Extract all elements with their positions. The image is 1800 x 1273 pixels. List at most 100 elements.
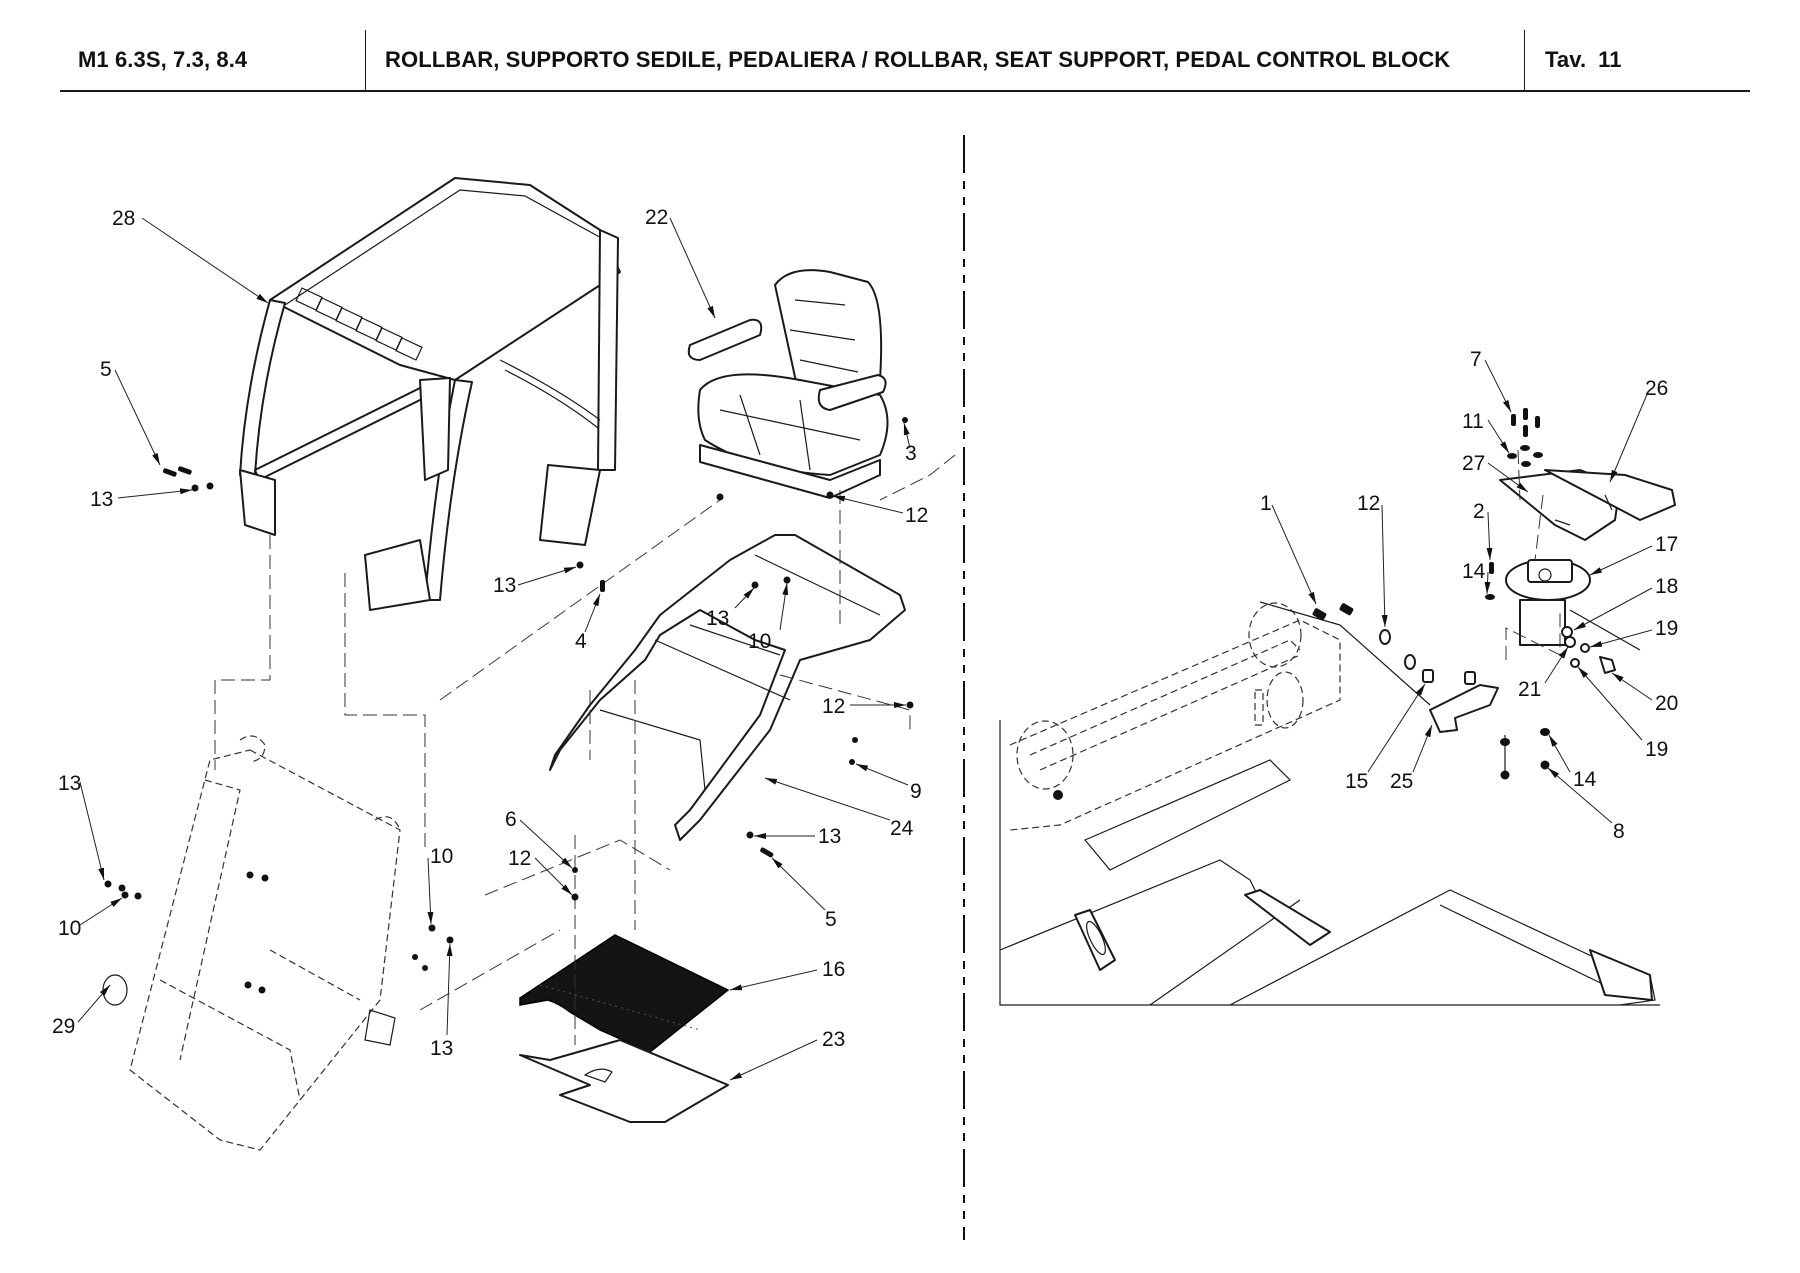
drawing-title: ROLLBAR, SUPPORTO SEDILE, PEDALIERA / RO… — [385, 47, 1451, 72]
callout-label: 13 — [58, 772, 81, 795]
callout-label: 12 — [508, 847, 531, 870]
callout[interactable]: 14 — [1548, 734, 1597, 791]
callout[interactable]: 27 — [1462, 452, 1529, 493]
title-block: M1 6.3S, 7.3, 8.4 ROLLBAR, SUPPORTO SEDI… — [60, 30, 1750, 92]
callout[interactable]: 21 — [1518, 646, 1569, 701]
callout[interactable]: 16 — [729, 958, 845, 991]
washer-icon — [783, 576, 791, 584]
callout[interactable]: 9 — [855, 763, 922, 803]
callout-label: 13 — [818, 825, 841, 848]
callout-label: 7 — [1470, 348, 1482, 371]
assembly-lines-right — [1259, 449, 1641, 775]
fitting-icon — [1570, 658, 1580, 668]
washer-icon — [571, 893, 579, 901]
nut-icon — [849, 759, 855, 765]
callout-label: 28 — [112, 207, 135, 230]
callout[interactable]: 15 — [1345, 683, 1426, 793]
callout-label: 19 — [1645, 738, 1668, 761]
callout[interactable]: 17 — [1589, 533, 1678, 576]
fasteners-left — [104, 417, 914, 994]
nut-icon — [104, 880, 112, 888]
callout[interactable]: 19 — [1577, 666, 1668, 761]
callout[interactable]: 20 — [1611, 672, 1678, 715]
callout[interactable]: 2 — [1473, 500, 1493, 561]
callout-label: 2 — [1473, 500, 1485, 523]
callout[interactable]: 12 — [1357, 492, 1388, 628]
callout-label: 26 — [1645, 377, 1668, 400]
callout[interactable]: 1 — [1260, 492, 1317, 605]
callout-label: 10 — [748, 630, 771, 653]
callout[interactable]: 19 — [1589, 617, 1678, 648]
seat-support-frame-part — [549, 534, 906, 841]
washer-icon — [1521, 461, 1531, 467]
screw-icon — [1535, 416, 1540, 428]
right-view: 7 26 11 27 1 12 2 17 14 18 19 21 20 19 1… — [999, 348, 1678, 1006]
nut-icon — [118, 884, 126, 892]
rollbar-vent-slots — [295, 287, 423, 361]
callout[interactable]: 13 — [754, 825, 841, 848]
callout[interactable]: 11 — [1462, 410, 1510, 454]
callout-label: 18 — [1655, 575, 1678, 598]
screw-icon — [177, 466, 192, 475]
washer-icon — [826, 491, 834, 499]
callout[interactable]: 7 — [1470, 348, 1512, 413]
callout[interactable]: 6 — [505, 808, 573, 869]
callout-label: 24 — [890, 817, 914, 840]
nut-icon — [246, 871, 254, 879]
callout[interactable]: 4 — [575, 593, 601, 653]
callout[interactable]: 29 — [52, 984, 111, 1038]
callout-label: 13 — [706, 607, 729, 630]
callout[interactable]: 8 — [1547, 767, 1625, 843]
fitting-icon — [1580, 643, 1590, 653]
nut-icon — [576, 561, 584, 569]
callout[interactable]: 3 — [903, 422, 917, 465]
callout[interactable]: 28 — [112, 207, 269, 304]
callout-label: 16 — [822, 958, 845, 981]
nut-icon — [261, 874, 269, 882]
callout[interactable]: 13 — [90, 488, 193, 511]
washer-icon — [1533, 452, 1543, 458]
rollbar-part — [239, 177, 621, 611]
callout-label: 10 — [430, 845, 453, 868]
washer-icon — [1379, 629, 1391, 645]
callout[interactable]: 12 — [822, 695, 906, 718]
washer-icon — [428, 924, 436, 932]
callout[interactable]: 13 — [493, 566, 577, 597]
callout[interactable]: 10 — [427, 845, 453, 925]
callout[interactable]: 26 — [1609, 377, 1668, 483]
callout[interactable]: 13 — [430, 943, 453, 1060]
callout-label: 14 — [1573, 768, 1597, 791]
table-prefix: Tav. — [1545, 47, 1587, 72]
callout[interactable]: 13 — [706, 587, 755, 630]
title-block-separator — [1524, 30, 1525, 90]
callout[interactable]: 22 — [645, 206, 716, 319]
screw-icon — [1511, 414, 1516, 426]
callout-label: 13 — [430, 1037, 453, 1060]
callout[interactable]: 5 — [771, 857, 837, 931]
washer-icon — [1500, 738, 1510, 746]
callout-label: 5 — [825, 908, 837, 931]
callout[interactable]: 5 — [100, 358, 161, 466]
callout-label: 22 — [645, 206, 668, 229]
assembly-lines-left — [214, 454, 956, 1045]
screw-icon — [1339, 603, 1354, 616]
table-number: Tav. 11 — [1545, 30, 1745, 90]
callout[interactable]: 14 — [1462, 560, 1491, 595]
callout[interactable]: 23 — [729, 1028, 845, 1081]
callout[interactable]: 18 — [1573, 575, 1678, 631]
inset-frame — [999, 720, 1660, 1006]
callout-label: 25 — [1390, 770, 1413, 793]
callout[interactable]: 12 — [832, 495, 928, 527]
callout[interactable]: 12 — [508, 847, 573, 896]
callout-label: 10 — [58, 917, 81, 940]
bracket-part — [1429, 684, 1499, 733]
callout-label: 9 — [910, 780, 922, 803]
fitting-icon — [1561, 626, 1573, 638]
callout[interactable]: 10 — [58, 897, 123, 940]
callout[interactable]: 24 — [764, 777, 914, 840]
chassis-beam-phantom — [1009, 602, 1341, 871]
callout[interactable]: 25 — [1390, 724, 1433, 793]
callout[interactable]: 10 — [748, 582, 789, 653]
callouts-left: 28 5 13 22 3 12 13 4 13 10 12 9 24 13 5 … — [52, 206, 928, 1081]
callout[interactable]: 13 — [58, 772, 105, 881]
